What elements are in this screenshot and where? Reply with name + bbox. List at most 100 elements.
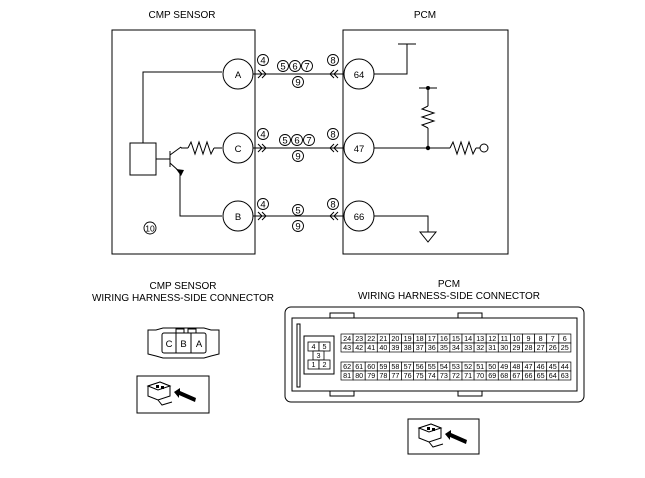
pcm-pin-cell: 24 — [343, 334, 351, 343]
ref-4-a: 4 — [260, 56, 265, 67]
ref-8-a: 8 — [330, 56, 335, 67]
view-arrow-icon — [445, 430, 467, 444]
cmp-connector-pin-c: C — [166, 339, 173, 350]
pcm-pin-cell: 77 — [391, 371, 399, 380]
ref-8-c: 8 — [330, 130, 335, 141]
pcm-pin-cell: 56 — [416, 362, 424, 371]
ref-4-c: 4 — [260, 130, 265, 141]
pcm-pin-cell: 50 — [488, 362, 496, 371]
pcm-pin-cell: 72 — [452, 371, 460, 380]
pcm-pin-cell: 79 — [367, 371, 375, 380]
wire-b-66 — [253, 211, 344, 221]
pcm-pin-cell: 10 — [512, 334, 520, 343]
pcm-pin-cell: 67 — [512, 371, 520, 380]
svg-text:66: 66 — [354, 212, 365, 223]
cmp-pin-b: B — [222, 200, 254, 232]
ref-4-b: 4 — [260, 200, 265, 211]
pcm-pin-cell: 46 — [537, 362, 545, 371]
pcm-connector-face — [284, 306, 585, 403]
pcm-pin-cell: 32 — [476, 343, 484, 352]
view-arrow-icon — [174, 388, 196, 402]
cmp-pin-a: A — [222, 58, 254, 90]
pcm-pin-cell-box — [558, 342, 572, 353]
wire-a-64 — [253, 69, 344, 79]
pcm-input-resistor — [449, 140, 477, 156]
pcm-pin-cell: 23 — [355, 334, 363, 343]
pcm-pin-cell: 55 — [428, 362, 436, 371]
pcm-pin-cell: 52 — [464, 362, 472, 371]
pcm-pin-cell: 1 — [312, 360, 316, 369]
pcm-box — [342, 29, 509, 255]
pcm-pin-cell: 58 — [391, 362, 399, 371]
cmp-sensor-title: CMP SENSOR — [148, 10, 215, 21]
pcm-pin-cell: 53 — [452, 362, 460, 371]
cmp-connector-subtitle: WIRING HARNESS-SIDE CONNECTOR — [92, 293, 274, 304]
pcm-pin-cell: 40 — [379, 343, 387, 352]
cmp-connector-pin-b: B — [180, 339, 186, 350]
ref-5-a: 5 — [280, 62, 285, 73]
supply-dot — [426, 86, 430, 90]
cmp-connector-face — [147, 327, 220, 359]
pcm-pin-cell: 66 — [525, 371, 533, 380]
pcm-pin-66: 66 — [343, 200, 375, 232]
pcm-pin-cell: 36 — [428, 343, 436, 352]
pcm-pin-cell: 29 — [512, 343, 520, 352]
pcm-pin-cell: 47 — [525, 362, 533, 371]
pcm-pin-cell: 45 — [549, 362, 557, 371]
pcm-title: PCM — [414, 10, 436, 21]
pcm-pullup-resistor — [420, 105, 436, 129]
pcm-internal-circuit — [374, 43, 489, 243]
pcm-pin-cell: 27 — [537, 343, 545, 352]
ref-10: 10 — [145, 224, 155, 234]
pcm-pin-cell: 13 — [476, 334, 484, 343]
ref-9-b: 9 — [295, 222, 300, 233]
pcm-pin-cell: 35 — [440, 343, 448, 352]
reference-circles — [143, 54, 339, 235]
ref-9-c: 9 — [295, 152, 300, 163]
ground-symbol — [418, 231, 438, 243]
pcm-pin-cell: 33 — [464, 343, 472, 352]
pcm-pin-cell: 3 — [317, 351, 321, 360]
pcm-pin-cell: 54 — [440, 362, 448, 371]
pcm-pin-cell: 78 — [379, 371, 387, 380]
pcm-pin-cell: 22 — [367, 334, 375, 343]
pcm-pin-cell: 44 — [561, 362, 569, 371]
pcm-pin-cell: 15 — [452, 334, 460, 343]
junction-dot — [425, 145, 431, 151]
ref-7-c: 7 — [306, 136, 311, 147]
ref-8-b: 8 — [330, 200, 335, 211]
svg-text:64: 64 — [354, 70, 365, 81]
svg-text:B: B — [235, 212, 241, 223]
pcm-pin-cell: 73 — [440, 371, 448, 380]
pcm-pin-cell: 51 — [476, 362, 484, 371]
pcm-pin-cell: 48 — [512, 362, 520, 371]
pcm-pin-cell: 71 — [464, 371, 472, 380]
pcm-pin-64: 64 — [343, 58, 375, 90]
pcm-pin-cell: 74 — [428, 371, 436, 380]
wire-c-47 — [253, 143, 344, 153]
pcm-pin-cell: 68 — [500, 371, 508, 380]
pcm-connector-title: PCM — [438, 279, 460, 290]
pcm-pin-cell: 16 — [440, 334, 448, 343]
cmp-pullup-resistor — [187, 140, 215, 156]
pcm-pin-cell: 43 — [343, 343, 351, 352]
pcm-pin-cell: 28 — [525, 343, 533, 352]
pcm-pin-cell: 59 — [379, 362, 387, 371]
cmp-internal-circuit — [129, 71, 222, 217]
svg-text:47: 47 — [354, 144, 365, 155]
pcm-pin-cell: 5 — [323, 342, 327, 351]
pcm-pin-cell: 9 — [527, 334, 531, 343]
pcm-pin-cell: 34 — [452, 343, 460, 352]
ref-7-a: 7 — [304, 62, 309, 73]
pcm-pin-cell: 8 — [539, 334, 543, 343]
ref-6-c: 6 — [294, 136, 299, 147]
pcm-pin-cell: 31 — [488, 343, 496, 352]
pcm-pin-cell: 57 — [404, 362, 412, 371]
pcm-pin-cell: 11 — [501, 334, 508, 343]
svg-text:C: C — [235, 144, 242, 155]
pcm-pin-47: 47 — [343, 132, 375, 164]
pcm-pin-cell: 4 — [312, 342, 316, 351]
pcm-pin-cell: 26 — [549, 343, 557, 352]
